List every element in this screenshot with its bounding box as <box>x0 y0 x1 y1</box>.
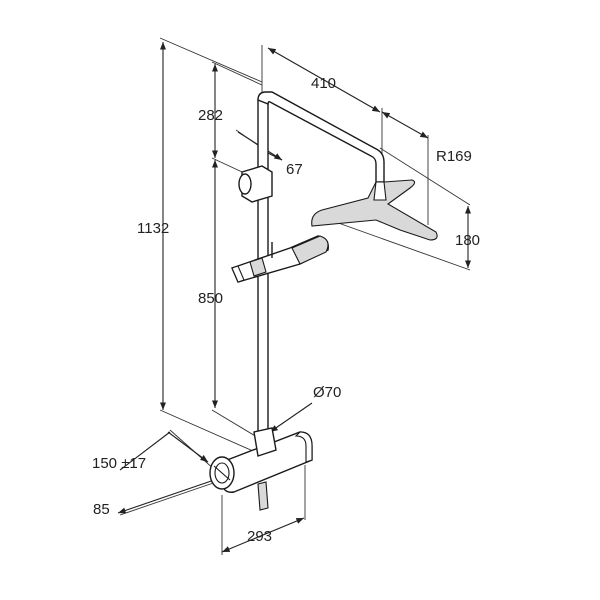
label-85: 85 <box>93 501 110 518</box>
dimension-lines <box>117 42 472 553</box>
shower-head-joint <box>373 181 387 201</box>
label-150: 150 ±17 <box>92 455 146 472</box>
label-1132: 1132 <box>137 220 169 237</box>
vertical-rail <box>257 99 269 456</box>
dimension-labels: 410 282 67 R169 1132 180 850 Ø70 150 ±17… <box>92 75 480 545</box>
dim-line-85 <box>117 477 221 514</box>
label-180: 180 <box>455 232 480 249</box>
dim-line-293 <box>221 517 305 553</box>
slider-knob <box>238 173 252 195</box>
mixer-right-cap <box>294 431 313 463</box>
hand-shower-head <box>291 235 329 265</box>
label-67: 67 <box>286 161 303 178</box>
dim-line-410 <box>267 47 381 113</box>
label-282: 282 <box>198 107 223 124</box>
dim-line-d70 <box>269 402 313 433</box>
label-410: 410 <box>311 75 336 92</box>
dim-line-150 <box>167 431 209 463</box>
outlet-spout <box>257 481 269 511</box>
overhead-shower-head <box>311 179 438 241</box>
label-293: 293 <box>247 528 272 545</box>
dim-line-r169 <box>381 111 429 139</box>
hand-shower-ring <box>249 257 267 277</box>
overhead-arm <box>257 91 385 183</box>
shower-column <box>209 91 438 511</box>
label-d70: Ø70 <box>313 384 341 401</box>
label-850: 850 <box>198 290 223 307</box>
label-r169: R169 <box>436 148 472 165</box>
rail-connector <box>253 427 277 457</box>
slider-holder <box>241 165 273 203</box>
hand-shower-grip <box>231 265 245 283</box>
